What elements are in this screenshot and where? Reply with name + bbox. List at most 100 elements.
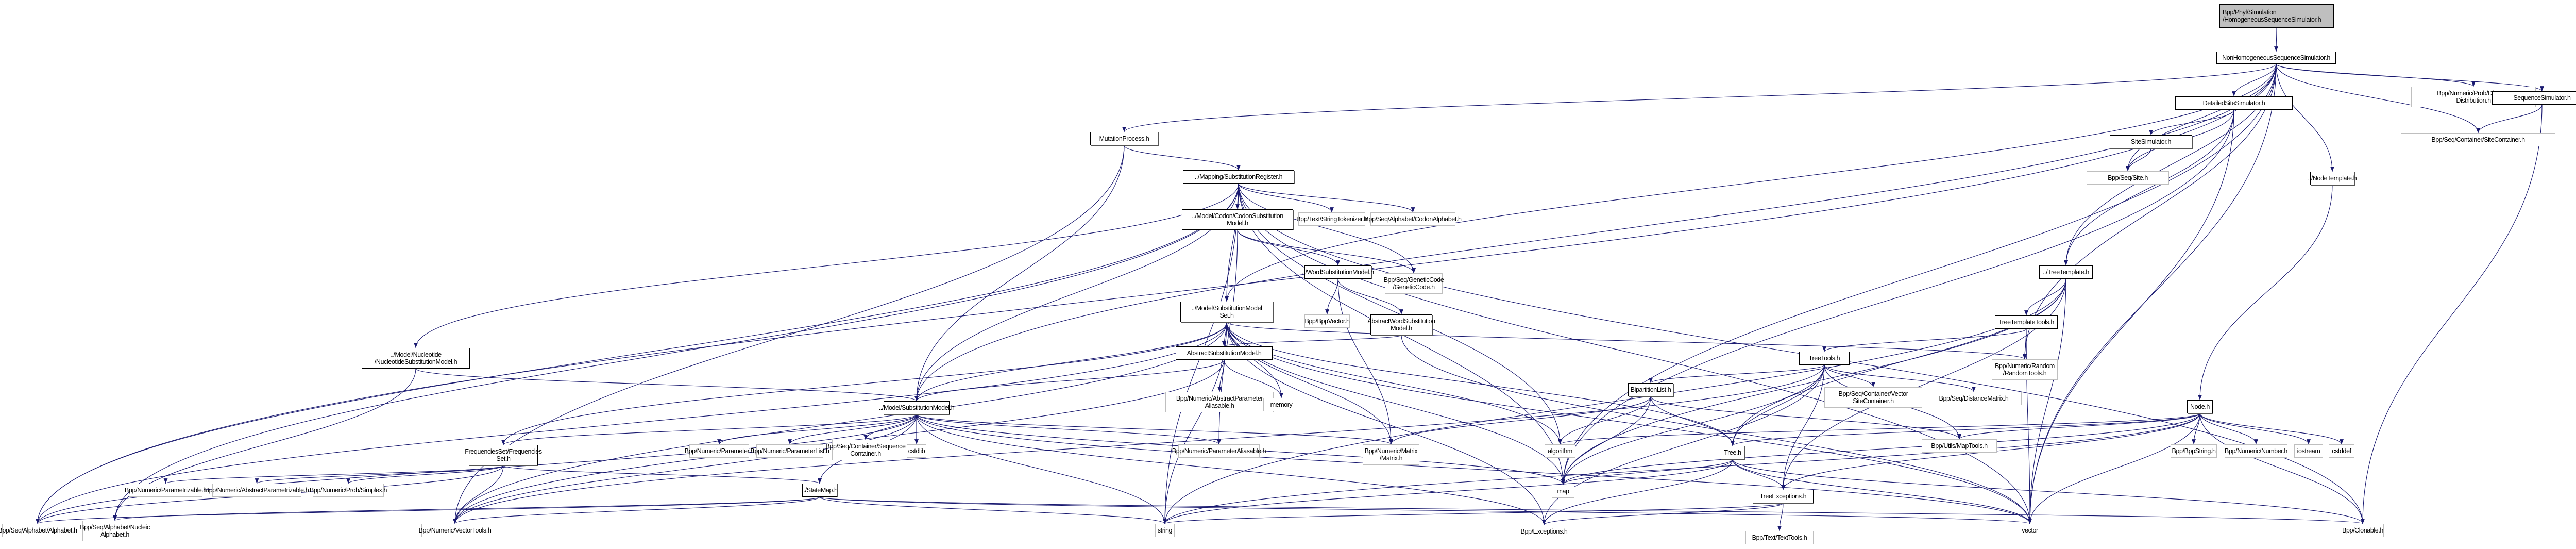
edge-ttt-to-treetools [1822, 328, 2027, 352]
node-root[interactable]: Bpp/Phyl/Simulation /HomogeneousSequence… [2219, 4, 2334, 28]
node-vsc: Bpp/Seq/Container/Vector SiteContainer.h [1824, 387, 1922, 408]
edge-statemap-to-string [819, 496, 1167, 524]
node-memory: memory [1263, 398, 1299, 411]
node-nucalpha: Bpp/Seq/Alphabet/Nucleic Alphabet.h [80, 521, 150, 541]
node-nodetemplate[interactable]: ../NodeTemplate.h [2308, 172, 2357, 185]
edge-fs-to-statemap [503, 465, 822, 484]
edge-tree-to-map [1561, 459, 1733, 485]
node-treetemplate[interactable]: ../TreeTemplate.h [2039, 265, 2093, 279]
edge-node-to-iostream [2199, 413, 2311, 445]
node-parametrizable: Bpp/Numeric/Parametrizable.h [125, 484, 207, 497]
node-ttt[interactable]: TreeTemplateTools.h [1995, 315, 2058, 329]
edge-treetools-to-vsc [1824, 364, 1875, 388]
edge-treetools-to-treeexc [1781, 364, 1825, 490]
edge-sms-to-tree [1226, 322, 1735, 446]
node-iostream: iostream [2294, 444, 2323, 458]
node-number: Bpp/Numeric/Number.h [2225, 444, 2287, 458]
node-fs[interactable]: FrequenciesSet/Frequencies Set.h [465, 445, 542, 465]
edge-bipart-to-tree [1650, 396, 1735, 446]
edge-nhss-to-vector [2028, 63, 2277, 524]
edge-statemap-to-alphabet [36, 496, 820, 524]
node-matrix: Bpp/Numeric/Matrix /Matrix.h [1363, 444, 1419, 465]
edge-node-to-maptools [1957, 413, 2200, 440]
node-palias: Bpp/Numeric/ParameterAliasable.h [1172, 444, 1266, 458]
node-dss[interactable]: DetailedSiteSimulator.h [2175, 96, 2293, 110]
edge-treetemplate-to-ttt [2024, 278, 2066, 316]
edge-treeexc-to-exceptions [1542, 503, 1784, 525]
edge-treeexc-to-string [1163, 503, 1784, 524]
edge-statemap-to-clonable [819, 496, 2364, 524]
node-treeexc[interactable]: TreeExceptions.h [1753, 490, 1814, 503]
node-tree[interactable]: Tree.h [1721, 446, 1744, 459]
edge-sms-to-vector [1226, 322, 2032, 524]
node-treetools[interactable]: TreeTools.h [1799, 352, 1850, 365]
node-ss[interactable]: SiteSimulator.h [2110, 135, 2192, 148]
edge-sms-to-algorithm [1226, 322, 1562, 445]
node-param: Bpp/Numeric/Parameter.h [685, 444, 754, 458]
edge-tree-to-exceptions [1542, 459, 1733, 525]
node-vectools: Bpp/Numeric/VectorTools.h [419, 524, 492, 537]
edge-nhss-to-dss [2232, 63, 2277, 97]
edge-node-to-number [2199, 413, 2258, 445]
node-maptools: Bpp/Utils/MapTools.h [1922, 439, 1997, 453]
node-texttools: Bpp/Text/TextTools.h [1745, 531, 1814, 544]
node-map: map [1552, 485, 1574, 498]
node-nhss[interactable]: NonHomogeneousSequenceSimulator.h [2216, 52, 2336, 64]
edge-sm-to-seqcont [863, 414, 917, 440]
node-codon[interactable]: ../Model/Codon/CodonSubstitution Model.h [1182, 209, 1293, 230]
node-node[interactable]: Node.h [2187, 400, 2213, 413]
edge-root-to-nhss [2274, 27, 2278, 52]
edge-sms-to-matrix [1226, 322, 1393, 445]
node-nuc[interactable]: ../Model/Nucleotide /NucleotideSubstitut… [362, 348, 470, 369]
edge-node-to-map [1561, 413, 2200, 485]
edge-tree-to-clonable [1732, 459, 2365, 524]
edge-node-to-algorithm [1558, 413, 2200, 445]
edge-mp-to-sm [914, 145, 1125, 402]
node-alphabet: Bpp/Seq/Alphabet/Alphabet.h [0, 524, 77, 537]
node-simplex: Bpp/Numeric/Prob/Simplex.h [310, 484, 387, 497]
edge-ttt-to-vector [2026, 328, 2032, 524]
edge-fs-to-aparametrizable [255, 465, 504, 484]
edge-seqsim-to-sitecont [2476, 104, 2543, 134]
edge-bipart-to-maptools [1650, 396, 1961, 440]
node-statemap[interactable]: ../StateMap.h [802, 484, 838, 497]
edge-sm-to-vectools [453, 414, 917, 524]
node-sms[interactable]: ../Model/SubstitutionModel Set.h [1180, 302, 1273, 322]
node-asm[interactable]: AbstractSubstitutionModel.h [1176, 346, 1273, 360]
edge-dss-to-map [1561, 109, 2234, 485]
edge-treetemplate-to-vector [2028, 278, 2066, 524]
node-bipart[interactable]: BipartitionList.h [1628, 383, 1673, 396]
node-awsm[interactable]: AbstractWordSubstitution Model.h [1367, 314, 1435, 335]
edge-sr-to-alphabet [36, 183, 1239, 524]
node-mp[interactable]: MutationProcess.h [1090, 132, 1158, 145]
edge-codon-to-gencode [1237, 229, 1416, 274]
edge-sr-to-gencode [1238, 183, 1416, 274]
edge-treetools-to-vectools [453, 364, 1825, 524]
edge-nhss-to-map [1561, 63, 2277, 485]
edge-dss-to-treetemplate [2064, 109, 2234, 266]
node-seqcont: Bpp/Seq/Container/Sequence Container.h [826, 440, 906, 460]
edge-sm-to-exceptions [916, 414, 1546, 525]
edge-nhss-to-nodetemplate [2276, 63, 2334, 172]
node-bppvec: Bpp/BppVector.h [1304, 314, 1350, 328]
node-strtok: Bpp/Text/StringTokenizer.h [1296, 212, 1367, 226]
edge-asm-to-sm [914, 359, 1225, 402]
node-wsm[interactable]: ../WordSubstitutionModel.h [1302, 265, 1374, 279]
edge-nodetemplate-to-node [2198, 185, 2333, 401]
node-sr[interactable]: ../Mapping/SubstitutionRegister.h [1183, 170, 1294, 184]
edge-sr-to-nucalpha [113, 183, 1239, 521]
edge-treeexc-to-texttools [1777, 503, 1784, 531]
edge-wsm-to-bppvec [1325, 278, 1338, 315]
node-sm[interactable]: ../Model/SubstitutionModel.h [879, 401, 955, 414]
edge-statemap-to-vectools [453, 496, 820, 524]
node-seqsim[interactable]: SequenceSimulator.h [2492, 91, 2576, 105]
edge-statemap-to-nucalpha [113, 496, 820, 521]
edge-treetools-to-distmat [1824, 364, 1976, 392]
node-plist: Bpp/Numeric/ParameterList.h [750, 444, 829, 458]
edge-nhss-to-sitecont [2276, 63, 2480, 134]
edge-sms-to-sm [914, 322, 1227, 402]
edge-tree-to-vector [1732, 459, 2032, 524]
edge-ss-to-site [2126, 148, 2151, 172]
node-gencode: Bpp/Seq/GeneticCode /GeneticCode.h [1384, 273, 1444, 294]
node-aparametrizable: Bpp/Numeric/AbstractParametrizable.h [205, 484, 309, 497]
